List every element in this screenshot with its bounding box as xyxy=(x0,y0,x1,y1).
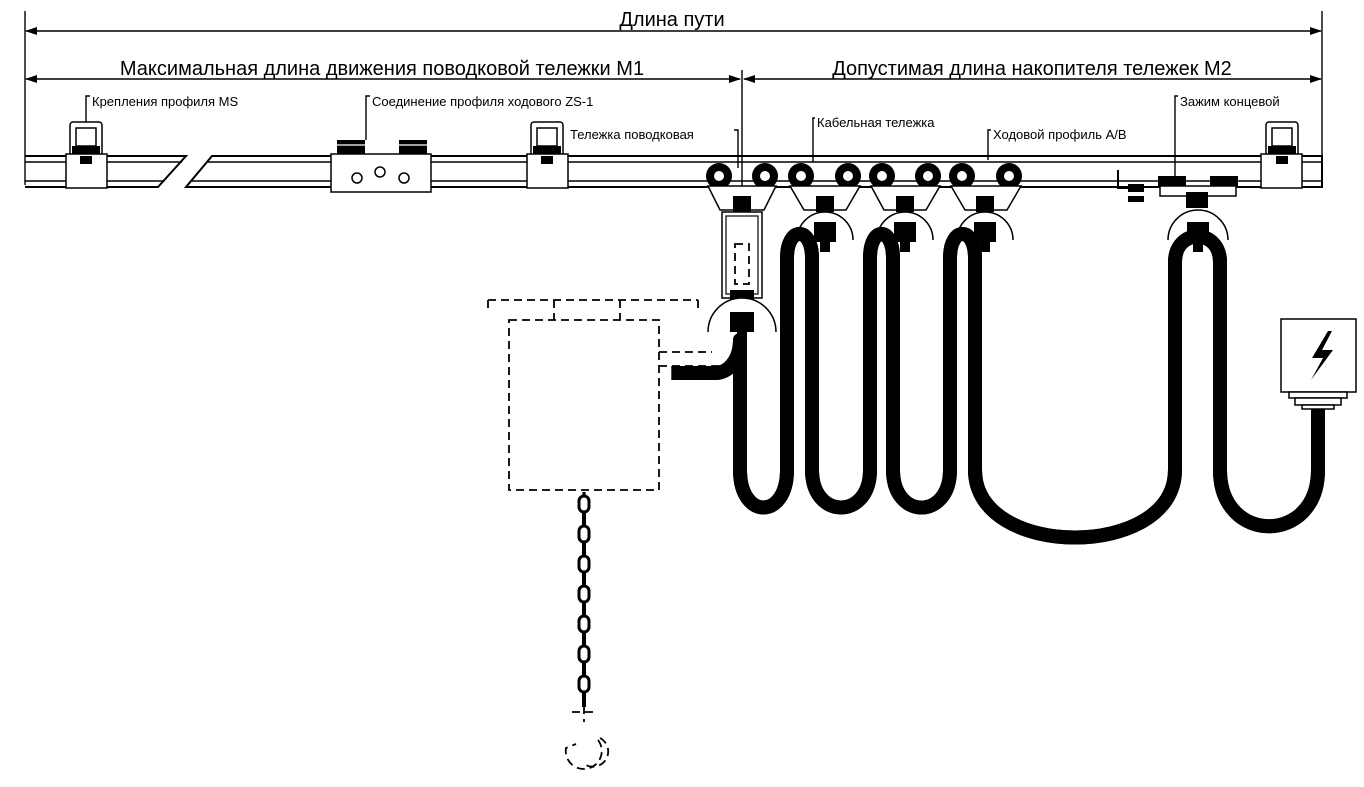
callout-cable-trolley: Кабельная тележка xyxy=(817,115,935,130)
chain-link xyxy=(582,541,586,557)
chain-link xyxy=(582,631,586,647)
running-profile-rail xyxy=(25,155,1323,188)
chain-link xyxy=(582,691,586,707)
callout-end-clamp: Зажим концевой xyxy=(1180,94,1280,109)
chain-link xyxy=(582,601,586,617)
profile-mount-3 xyxy=(1260,121,1303,189)
callout-profile-joint: Соединение профиля ходового ZS-1 xyxy=(372,94,593,109)
callouts: Крепления профиля MS Соединение профиля … xyxy=(85,94,1280,178)
hoist-outline xyxy=(487,299,748,491)
dimension-track-length: Длина пути xyxy=(24,9,1323,185)
callout-profile-mount: Крепления профиля MS xyxy=(92,94,239,109)
lightning-icon xyxy=(1311,331,1333,380)
festoon-cable xyxy=(672,234,1325,538)
chain-link xyxy=(582,571,586,587)
chain-link xyxy=(582,661,586,677)
chain-link xyxy=(577,554,591,574)
chain-link xyxy=(577,494,591,514)
chain-icon xyxy=(577,492,591,707)
profile-joint-zs1 xyxy=(330,140,432,193)
chain-link xyxy=(577,584,591,604)
hook-icon xyxy=(564,706,610,770)
profile-mount-2 xyxy=(526,121,569,189)
junction-box xyxy=(1280,318,1357,410)
chain-link xyxy=(577,614,591,634)
m1-length-label: Максимальная длина движения поводковой т… xyxy=(120,58,644,80)
chain-link xyxy=(577,674,591,694)
tow-trolley xyxy=(706,163,778,340)
chain-link xyxy=(577,524,591,544)
chain-link xyxy=(582,511,586,527)
callout-tow-trolley: Тележка поводковая xyxy=(570,127,694,142)
track-length-label: Длина пути xyxy=(619,9,724,31)
m2-length-label: Допустимая длина накопителя тележек M2 xyxy=(832,58,1232,80)
callout-running-profile: Ходовой профиль A/B xyxy=(993,127,1127,142)
dimension-m1-m2: Максимальная длина движения поводковой т… xyxy=(25,58,1322,190)
chain-link xyxy=(577,644,591,664)
profile-mount-1 xyxy=(65,121,108,189)
saddles-overlay xyxy=(730,222,1209,332)
cable-trolley-1 xyxy=(788,163,862,252)
